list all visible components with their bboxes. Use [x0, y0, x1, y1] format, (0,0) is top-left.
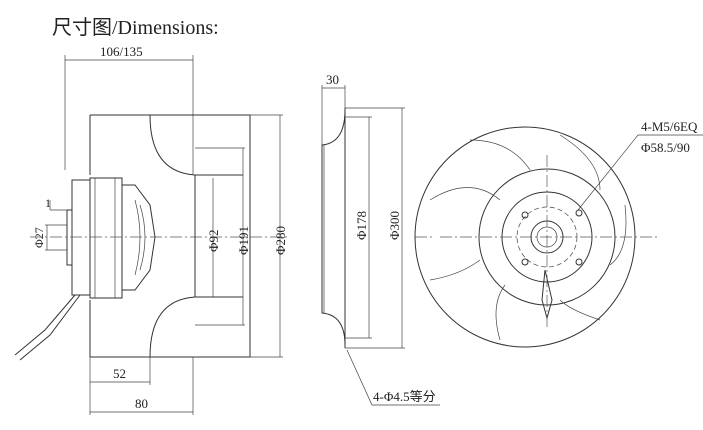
- inner-dia-label: Φ178: [354, 211, 369, 240]
- inlet-dia-label: Φ191: [236, 226, 251, 255]
- thickness-label: 30: [326, 72, 339, 87]
- front-view: 4-M5/6EQ Φ58.5/90: [414, 119, 703, 348]
- housing-dia-label: Φ280: [273, 226, 288, 255]
- shaft-dia-label: Φ27: [32, 227, 46, 248]
- motor-dia-label: Φ92: [206, 229, 221, 252]
- plate-view: 30 Φ178 Φ300 4-Φ4.5等分: [321, 72, 440, 406]
- pcd-label: Φ58.5/90: [641, 140, 690, 155]
- thread-label: 4-M5/6EQ: [641, 119, 698, 134]
- width-dim-label: 106/135: [100, 44, 143, 59]
- depth-80-label: 80: [135, 396, 148, 411]
- depth-52-label: 52: [113, 366, 126, 381]
- drawing-title: 尺寸图/Dimensions:: [52, 16, 219, 39]
- outer-dia-label: Φ300: [387, 211, 402, 240]
- side-view: 106/135 Φ27 1 Φ92 Φ191: [14, 44, 290, 415]
- shaft-step-label: 1: [45, 196, 51, 210]
- holes-label: 4-Φ4.5等分: [373, 389, 436, 404]
